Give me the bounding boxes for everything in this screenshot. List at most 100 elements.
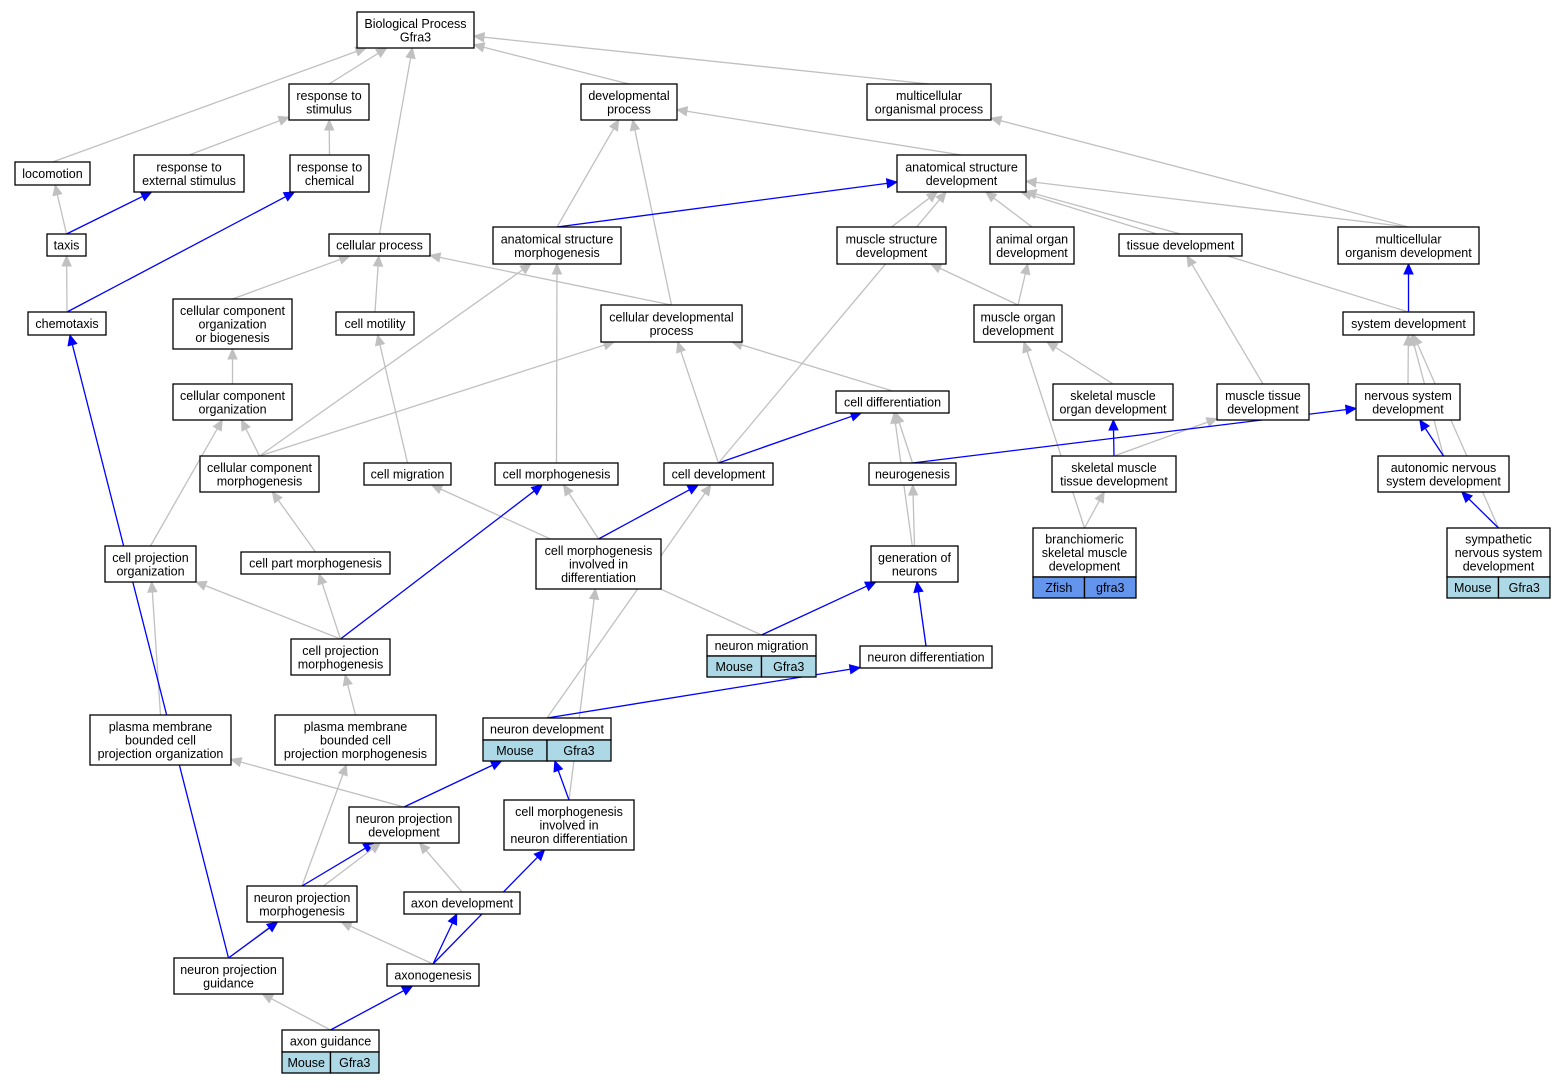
edge-line — [347, 684, 357, 716]
node-cell-migration[interactable]: cell migration — [363, 462, 452, 486]
node-label-line: developmental — [588, 89, 669, 103]
node-cell-diff[interactable]: cell differentiation — [835, 390, 950, 414]
edge-neuron_proj_guid-to-neuron_proj_morph — [228, 921, 279, 959]
node-label-line: tissue development — [1060, 474, 1168, 488]
node-neurogenesis[interactable]: neurogenesis — [868, 462, 957, 486]
edge-line — [149, 428, 218, 547]
node-locomotion[interactable]: locomotion — [14, 161, 91, 186]
edge-cell_proc-to-bp — [378, 46, 416, 235]
node-axon-dev[interactable]: axon development — [403, 891, 521, 915]
node-label-line: development — [1372, 402, 1444, 416]
edge-line — [271, 998, 331, 1031]
edge-multi_org_proc-to-bp — [472, 32, 930, 85]
edge-neuron_proj_morph-to-neuron_proj_dev — [301, 842, 375, 887]
node-taxis[interactable]: taxis — [46, 233, 87, 257]
edge-arrowhead — [629, 118, 641, 132]
node-box — [1377, 455, 1510, 493]
node-cell-part-morph[interactable]: cell part morphogenesis — [240, 551, 391, 575]
edge-taxis-to-locomotion — [52, 183, 68, 235]
edge-arrowhead — [52, 183, 63, 197]
edge-animal_organ-to-anat_dev — [984, 191, 1033, 228]
node-label-line: development — [982, 324, 1054, 338]
node-cell-morph[interactable]: cell morphogenesis — [494, 462, 619, 486]
edge-arrowhead — [848, 664, 862, 675]
node-cell-proc[interactable]: cellular process — [328, 233, 431, 257]
node-box — [240, 551, 391, 575]
edge-line — [259, 269, 524, 457]
badge-cell — [1497, 576, 1551, 599]
node-label-line: axon development — [411, 897, 514, 911]
edge-arrowhead — [519, 263, 532, 275]
edge-line — [378, 57, 412, 235]
node-label-line: system development — [1351, 317, 1466, 331]
edge-line — [568, 598, 595, 801]
node-label-line: skeletal muscle — [1042, 546, 1127, 560]
node-box — [989, 226, 1075, 265]
edge-arrowhead — [608, 118, 620, 132]
edge-arrowhead — [562, 483, 574, 497]
node-box — [274, 714, 437, 766]
node-cell-development[interactable]: cell development — [663, 462, 774, 486]
edge-arrowhead — [1419, 418, 1431, 432]
node-label-line: stimulus — [306, 102, 352, 116]
node-tissue-dev[interactable]: tissue development — [1118, 233, 1243, 257]
node-label-line: cell projection — [112, 551, 188, 565]
node-label-line: organ development — [1059, 402, 1167, 416]
badge-label: Zfish — [1045, 581, 1072, 595]
node-cell-motility[interactable]: cell motility — [335, 311, 415, 336]
node-box — [199, 455, 320, 493]
node-box — [289, 154, 370, 193]
edge-line — [556, 182, 888, 228]
edge-line — [686, 110, 962, 156]
node-box — [89, 714, 232, 766]
edge-line — [898, 422, 914, 464]
node-system-dev[interactable]: system development — [1342, 311, 1475, 336]
node-label-line: cell differentiation — [844, 396, 941, 410]
edge-arrowhead — [588, 587, 600, 601]
badge-label: Mouse — [1454, 581, 1492, 595]
node-chemotaxis[interactable]: chemotaxis — [27, 311, 107, 336]
edge-pm_proj_morph-to-cell_proj_morph — [342, 673, 357, 716]
node-box — [288, 83, 370, 121]
edge-arrowhead — [1108, 418, 1119, 431]
node-neuron-diff[interactable]: neuron differentiation — [859, 645, 993, 669]
node-axonogenesis[interactable]: axonogenesis — [386, 963, 480, 987]
